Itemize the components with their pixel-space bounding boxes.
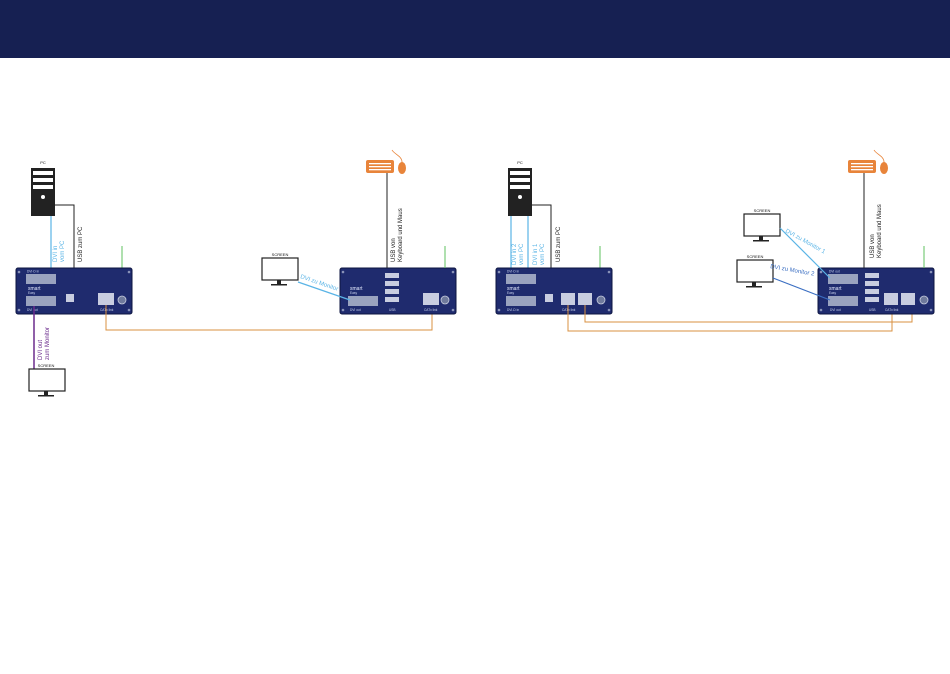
brand-sub-label: Easy [507, 291, 514, 295]
brand-label: smart [28, 286, 41, 292]
mouse-icon [391, 149, 406, 174]
brand-label: smart [507, 286, 520, 292]
receiver-device-left: smart Easy DVI out USB CATx link [339, 267, 457, 315]
brand-label: smart [829, 286, 842, 292]
mouse-icon [873, 149, 888, 174]
pc-tower-icon: PC [508, 160, 532, 216]
monitor-icon: SCREEN [736, 254, 774, 288]
cable-usb-to-pc [55, 204, 75, 268]
label-usb-von-keyboard: USB vonKeyboard und Maus [870, 204, 883, 258]
label-usb-von-keyboard: USB vonKeyboard und Maus [391, 208, 404, 262]
port-dvi-out-label: DVI out [27, 308, 38, 312]
transmitter-device-right: DVI-D in smart Easy DVI-D in CATx link [495, 267, 613, 315]
header-band [0, 0, 950, 58]
screen-label: SCREEN [754, 208, 771, 213]
screen-label: SCREEN [38, 363, 55, 368]
port-dvi-out-label: DVI out [830, 308, 841, 312]
monitor-icon: SCREEN [261, 252, 299, 286]
label-dvi-zu-monitor-1: DVI zu Monitor 1 [784, 229, 827, 256]
label-dvi-zu-monitor: DVI zu Monitor [299, 274, 338, 293]
transmitter-device-left: DVI-D in smart Easy DVI out CATx link [15, 267, 133, 315]
port-cat-label: CATx link [562, 308, 576, 312]
screen-label: SCREEN [272, 252, 289, 257]
port-dvi-in-label: DVI-D in [507, 270, 519, 274]
port-dvi-in-label: DVI-D in [507, 308, 519, 312]
pc-tower-icon: PC [31, 160, 55, 216]
cable-dvi-to-monitor [297, 281, 351, 301]
cable-cat-left [105, 305, 433, 331]
label-dvi-in-vom-pc: DVI invom PC [53, 240, 66, 262]
keyboard-icon [366, 160, 394, 173]
label-usb-zum-pc: USB zum PC [556, 226, 562, 262]
receiver-device-right: DVI out smart Easy DVI out USB CATx link [817, 267, 935, 315]
pc-label: PC [40, 160, 46, 165]
port-usb-label: USB [389, 308, 396, 312]
label-dvi-zu-monitor-2: DVI zu Monitor 2 [770, 264, 816, 278]
port-dvi-out-label: DVI out [350, 308, 361, 312]
label-usb-zum-pc: USB zum PC [78, 226, 84, 262]
cable-dvi-to-monitor-1 [779, 227, 831, 279]
port-usb-label: USB [869, 308, 876, 312]
port-cat-label: CATx link [424, 308, 438, 312]
label-dvi-in-2-vom-pc: DVI in 2vom PC [512, 243, 525, 265]
cable-cat-right-1 [567, 305, 893, 332]
brand-sub-label: Easy [829, 291, 836, 295]
brand-label: smart [350, 286, 363, 292]
port-dvi-out-label: DVI out [829, 270, 840, 274]
label-dvi-out-zum-monitor: DVI outzum Monitor [38, 327, 51, 360]
pc-label: PC [517, 160, 523, 165]
port-cat-label: CATx link [885, 308, 899, 312]
cable-dvi-to-monitor-2 [772, 277, 831, 301]
port-cat-label: CATx link [100, 308, 114, 312]
screen-label: SCREEN [747, 254, 764, 259]
port-dvi-in-label: DVI-D in [27, 270, 39, 274]
brand-sub-label: Easy [350, 291, 357, 295]
label-dvi-in-1-vom-pc: DVI in 1vom PC [533, 243, 546, 265]
monitor-icon: SCREEN [28, 363, 66, 397]
keyboard-icon [848, 160, 876, 173]
cable-usb-to-pc [532, 204, 552, 292]
monitor-icon: SCREEN [743, 208, 781, 242]
brand-sub-label: Easy [28, 291, 35, 295]
